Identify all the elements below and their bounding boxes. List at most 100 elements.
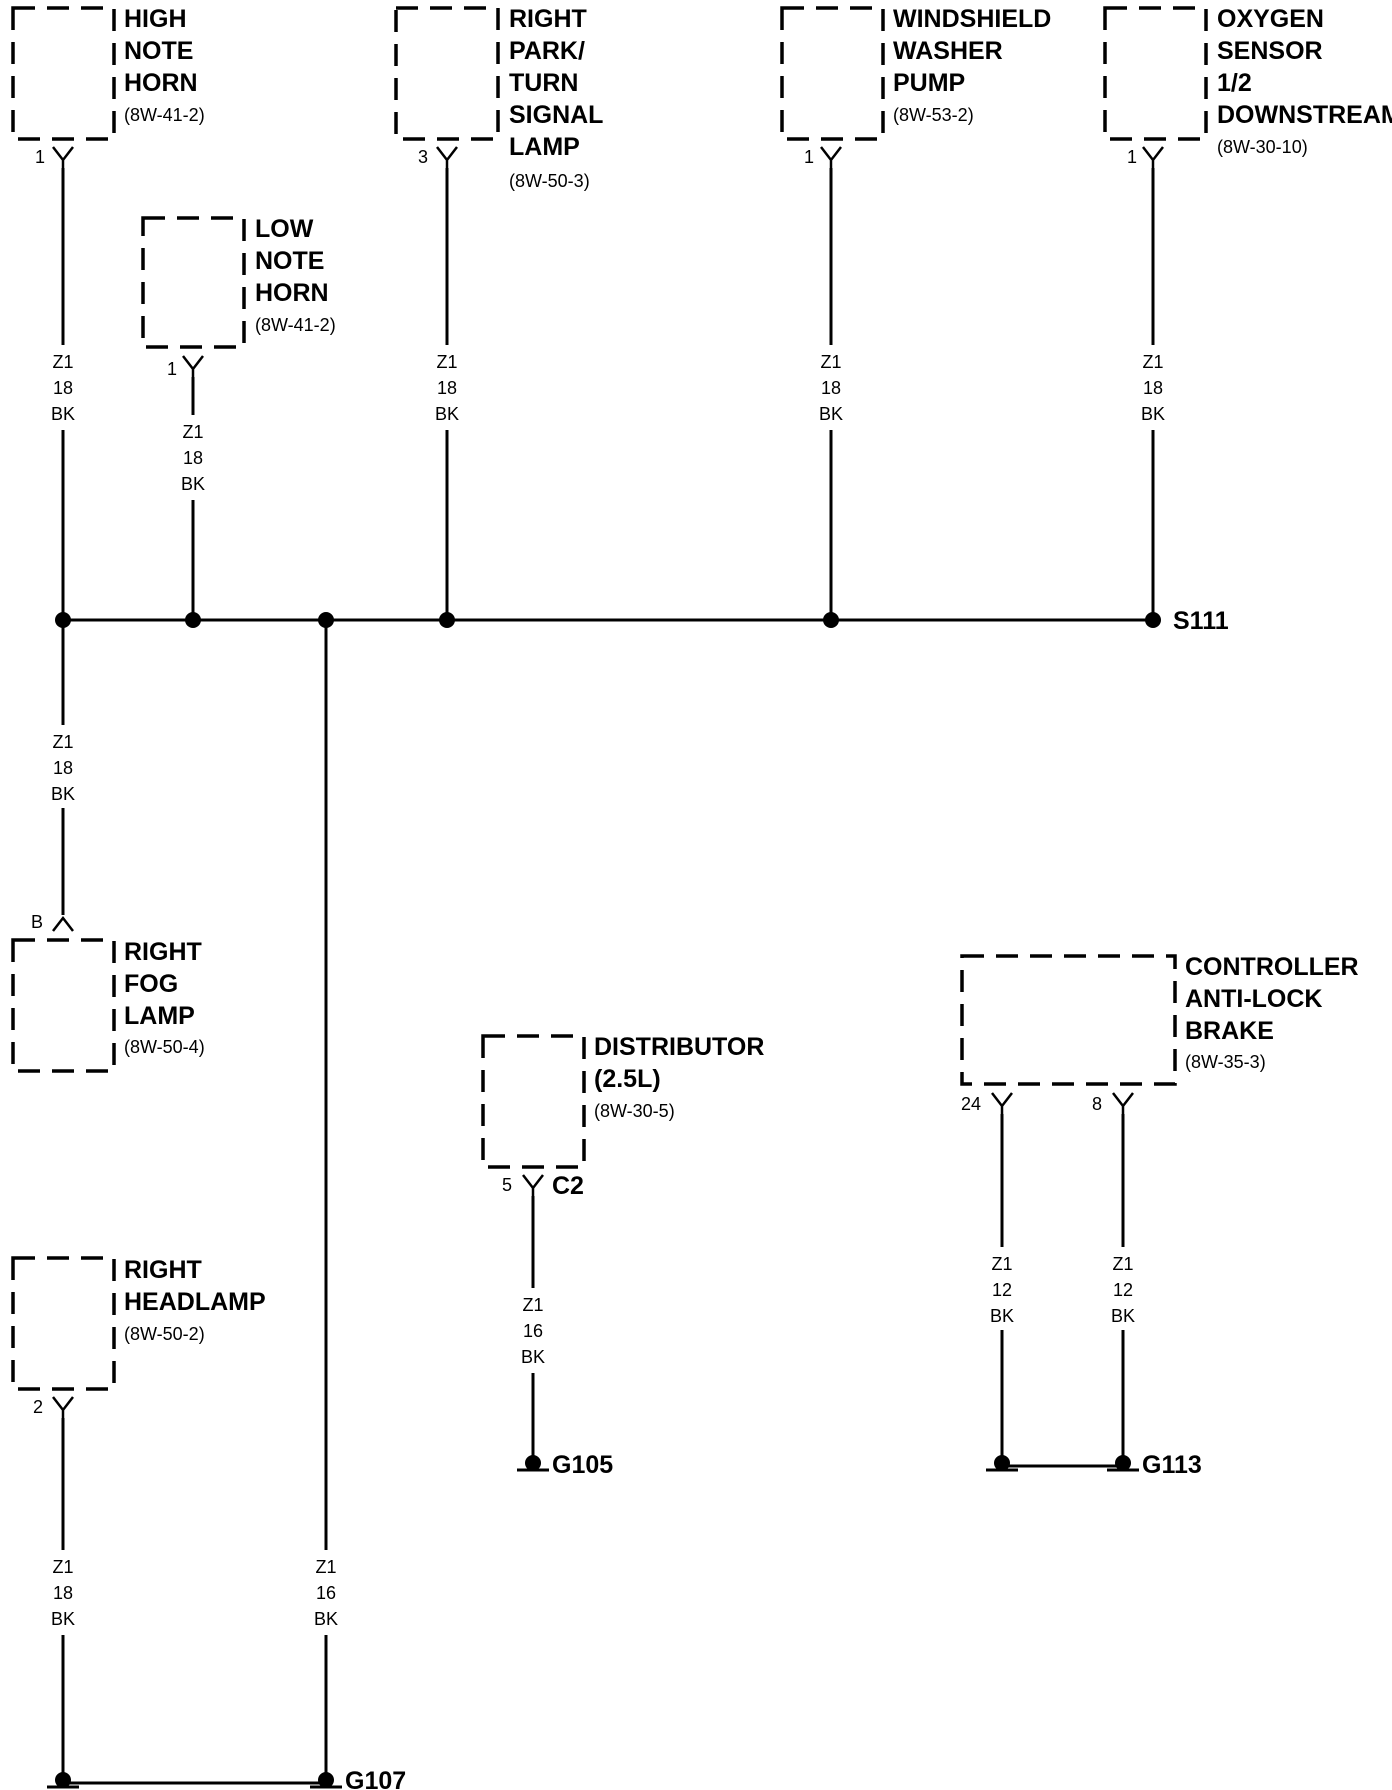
- component-name-line: HEADLAMP: [124, 1288, 266, 1316]
- wire-circuit: Z1: [52, 732, 73, 752]
- component-ref: (8W-41-2): [124, 105, 205, 125]
- component-name-line: RIGHT: [124, 1256, 202, 1284]
- wire-label-low-horn: Z1 18 BK: [181, 422, 205, 494]
- wire-to-g107: Z1 16 BK: [314, 620, 338, 1776]
- windshield-washer-pump: 1 WINDSHIELD WASHER PUMP (8W-53-2): [780, 5, 1051, 168]
- component-name-line: WINDSHIELD: [893, 5, 1051, 33]
- wire-circuit: Z1: [315, 1557, 336, 1577]
- component-name-line: FOG: [124, 970, 178, 998]
- wire-circuit: Z1: [522, 1295, 543, 1315]
- wire-circuit: Z1: [1142, 352, 1163, 372]
- splice-dot: [823, 612, 839, 628]
- wire-label-high-horn: Z1 18 BK: [51, 352, 75, 424]
- wire-label-oxygen-sensor: Z1 18 BK: [1141, 352, 1165, 424]
- high-note-horn-box: [11, 6, 116, 141]
- component-ref: (8W-30-10): [1217, 137, 1308, 157]
- component-name-line: DOWNSTREAM: [1217, 101, 1392, 129]
- wire-gauge: 18: [183, 448, 203, 468]
- wire-circuit: Z1: [52, 352, 73, 372]
- component-ref: (8W-50-4): [124, 1037, 205, 1057]
- wire-color: BK: [1141, 404, 1165, 424]
- component-name-line: CONTROLLER: [1185, 953, 1359, 981]
- park-lamp-box: [394, 6, 500, 141]
- oxygen-sensor-downstream: 1 OXYGEN SENSOR 1/2 DOWNSTREAM (8W-30-10…: [1103, 5, 1392, 168]
- headlamp-box: [11, 1256, 116, 1391]
- pin-label: 1: [1127, 147, 1137, 167]
- wire-gauge: 12: [1113, 1280, 1133, 1300]
- ground-label: G113: [1142, 1451, 1202, 1479]
- component-name-line: WASHER: [893, 37, 1003, 65]
- wire-color: BK: [435, 404, 459, 424]
- pin-label: 8: [1092, 1094, 1102, 1114]
- connector-icon: [1142, 146, 1164, 168]
- component-name-line: BRAKE: [1185, 1017, 1274, 1045]
- ground-label: G107: [345, 1767, 406, 1790]
- wire-circuit: Z1: [1112, 1254, 1133, 1274]
- pin-label: 5: [502, 1175, 512, 1195]
- connector-icon: [1112, 1092, 1134, 1114]
- wire-label-washer-pump: Z1 18 BK: [819, 352, 843, 424]
- component-name-line: HORN: [255, 279, 329, 307]
- component-name-line: 1/2: [1217, 69, 1252, 97]
- component-name-line: PUMP: [893, 69, 965, 97]
- wire-gauge: 18: [437, 378, 457, 398]
- oxygen-sensor-box: [1103, 6, 1208, 141]
- component-name-line: SIGNAL: [509, 101, 603, 129]
- splice-s111: S111: [55, 607, 1229, 635]
- component-name-line: HORN: [124, 69, 198, 97]
- pin-label: 1: [167, 359, 177, 379]
- ground-icon: [318, 1772, 334, 1788]
- connector-icon: [522, 1174, 544, 1196]
- wire-circuit: Z1: [52, 1557, 73, 1577]
- component-name-line: RIGHT: [124, 938, 202, 966]
- component-name-line: ANTI-LOCK: [1185, 985, 1322, 1013]
- wire-color: BK: [990, 1306, 1014, 1326]
- wire-circuit: Z1: [182, 422, 203, 442]
- component-ref: (8W-50-2): [124, 1324, 205, 1344]
- component-name-line: SENSOR: [1217, 37, 1323, 65]
- wire-color: BK: [181, 474, 205, 494]
- wire-circuit: Z1: [436, 352, 457, 372]
- component-name-line: HIGH: [124, 5, 187, 33]
- wire-gauge: 18: [53, 378, 73, 398]
- wire-gauge: 18: [53, 1583, 73, 1603]
- pin-label: 1: [804, 147, 814, 167]
- wire-circuit: Z1: [991, 1254, 1012, 1274]
- component-ref: (8W-30-5): [594, 1101, 675, 1121]
- connector-label: C2: [552, 1172, 584, 1200]
- ground-icon: [1115, 1455, 1131, 1471]
- wire-color: BK: [51, 784, 75, 804]
- abs-controller-box: [960, 954, 1177, 1086]
- ground-label: G105: [552, 1451, 613, 1479]
- wire-gauge: 16: [316, 1583, 336, 1603]
- wire-color: BK: [51, 1609, 75, 1629]
- pin-label: 3: [418, 147, 428, 167]
- wire-color: BK: [51, 404, 75, 424]
- connector-icon: [182, 355, 204, 377]
- splice-dot: [1145, 612, 1161, 628]
- low-note-horn-box: [141, 216, 246, 349]
- distributor-box: [481, 1034, 586, 1169]
- wire-color: BK: [1111, 1306, 1135, 1326]
- wire-gauge: 18: [821, 378, 841, 398]
- connector-icon: [436, 146, 458, 168]
- wire-gauge: 16: [523, 1321, 543, 1341]
- component-name-line: LOW: [255, 215, 314, 243]
- connector-icon: [991, 1092, 1013, 1114]
- wire-circuit: Z1: [820, 352, 841, 372]
- wire-gauge: 18: [1143, 378, 1163, 398]
- ground-icon: [994, 1455, 1010, 1471]
- washer-pump-box: [780, 6, 885, 141]
- connector-icon: [820, 146, 842, 168]
- right-park-turn-signal-lamp: 3 RIGHT PARK/ TURN SIGNAL LAMP (8W-50-3): [394, 5, 603, 191]
- component-name-line: DISTRIBUTOR: [594, 1033, 764, 1061]
- component-name-line: RIGHT: [509, 5, 587, 33]
- wire-color: BK: [819, 404, 843, 424]
- pin-label: 24: [961, 1094, 981, 1114]
- pin-label: B: [31, 912, 43, 932]
- feed-wires: Z1 18 BK Z1 18 BK Z1 18 BK Z1 18 BK Z1 1…: [51, 168, 1165, 620]
- component-name-line: LAMP: [124, 1002, 195, 1030]
- controller-anti-lock-brake: CONTROLLER ANTI-LOCK BRAKE (8W-35-3) 24 …: [960, 953, 1359, 1479]
- low-note-horn: 1 LOW NOTE HORN (8W-41-2): [141, 215, 336, 379]
